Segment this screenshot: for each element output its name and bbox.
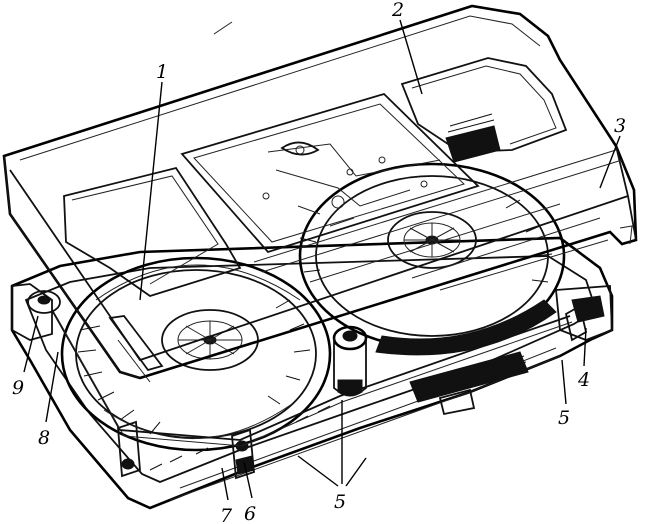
bottom-shell	[10, 236, 614, 510]
left-reel	[60, 256, 332, 452]
callout-3: 3	[614, 115, 626, 137]
top-shell	[2, 4, 638, 383]
callout-5a: 5	[558, 407, 570, 429]
leader-6	[243, 461, 253, 499]
callout-2: 2	[391, 0, 404, 21]
leader-5b-right	[345, 457, 367, 487]
leader-4	[583, 327, 587, 367]
leader-3	[599, 135, 621, 189]
callout-1: 1	[156, 61, 168, 83]
callout-labels: 1 2 3 4 5 5 6 7 8 9	[12, 0, 626, 524]
callout-6: 6	[244, 503, 256, 524]
leader-8	[45, 351, 59, 423]
callout-7: 7	[220, 505, 233, 524]
callout-8: 8	[38, 427, 50, 449]
tape-guides	[27, 290, 588, 480]
leader-2	[399, 19, 423, 95]
right-reel	[298, 162, 566, 356]
leader-9	[23, 315, 39, 373]
leader-7	[221, 467, 229, 501]
leader-lines	[23, 19, 621, 501]
leader-5b-left	[297, 455, 339, 487]
callout-5b: 5	[334, 491, 346, 513]
callout-9: 9	[12, 377, 24, 399]
callout-4: 4	[577, 369, 590, 391]
leader-5a	[561, 359, 567, 405]
leader-1	[139, 81, 163, 301]
